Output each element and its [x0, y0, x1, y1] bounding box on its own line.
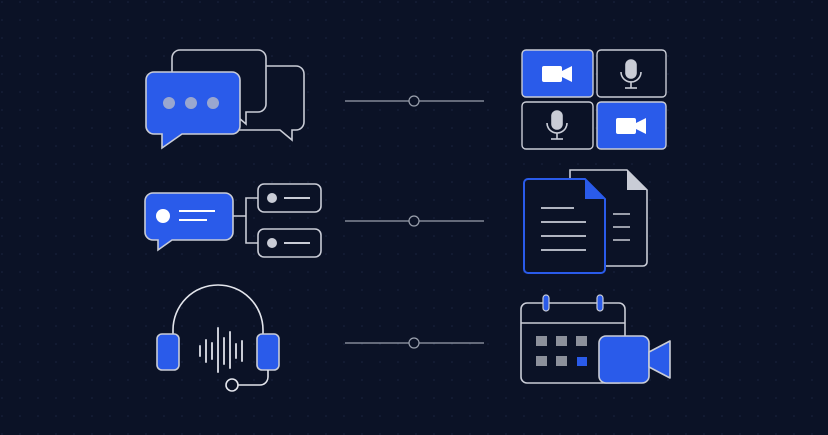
- video-camera-icon: [542, 66, 572, 82]
- sound-wave-icon: [199, 327, 243, 373]
- connector-row-1: [345, 95, 484, 107]
- microphone-icon: [620, 59, 642, 89]
- message-thread-icon: [144, 183, 322, 258]
- documents-icon: [523, 169, 648, 274]
- video-camera-icon: [616, 118, 646, 134]
- microphone-icon: [546, 110, 568, 140]
- connector-row-3: [345, 337, 484, 349]
- calendar-video-icon: [520, 294, 671, 384]
- headset-audio-icon: [156, 284, 280, 392]
- video-call-grid-icon: [521, 49, 667, 150]
- chat-bubbles-icon: [145, 49, 305, 150]
- connector-row-2: [345, 215, 484, 227]
